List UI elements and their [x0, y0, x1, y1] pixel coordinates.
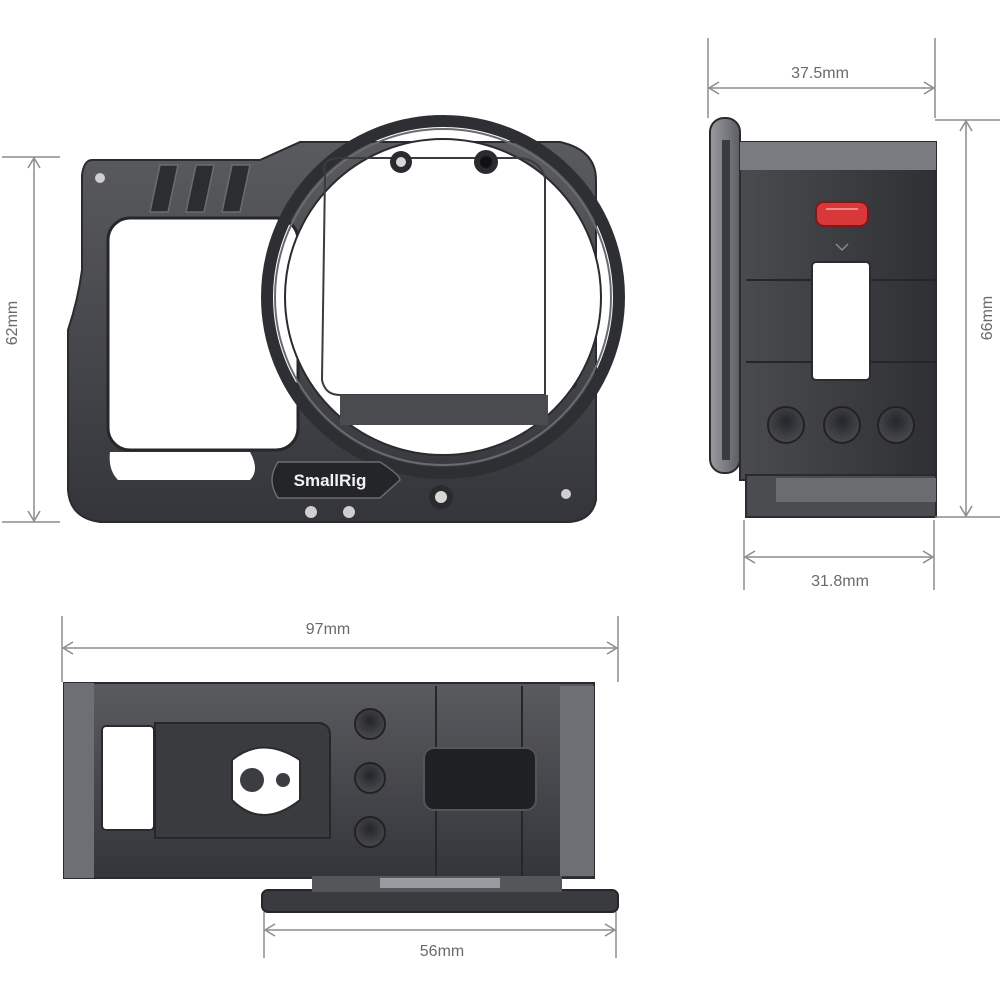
side-height-dimension: [935, 119, 1000, 518]
top-keyhole: [231, 746, 301, 816]
top-base-width-dimension: [263, 912, 617, 958]
top-width-dimension: [61, 616, 619, 682]
top-view: [63, 682, 619, 913]
top-base-plate: [261, 889, 619, 913]
top-slot: [423, 747, 537, 811]
side-depth-dimension: [707, 38, 936, 118]
side-mount-holes: [767, 406, 915, 444]
release-button: [815, 201, 869, 227]
grip-ridges: [149, 164, 251, 213]
top-left-window: [101, 725, 155, 831]
front-screws: [95, 150, 571, 518]
front-height-label: 62mm: [4, 301, 21, 345]
filter-adapter-ring: [261, 115, 625, 479]
front-lens-frame: [320, 157, 546, 396]
brand-logo-text: SmallRig: [294, 471, 367, 490]
side-depth-label: 37.5mm: [791, 65, 849, 82]
top-mount-holes: [354, 708, 386, 848]
front-view: SmallRig: [67, 115, 625, 523]
brand-logo: SmallRig: [271, 461, 401, 499]
side-height-label: 66mm: [979, 296, 996, 340]
side-view: [709, 117, 937, 518]
front-height-dimension: [2, 156, 60, 523]
side-slot: [811, 261, 871, 381]
top-width-label: 97mm: [306, 621, 350, 638]
front-lower-cutout: [109, 452, 256, 480]
side-bottom-width-label: 31.8mm: [811, 573, 869, 590]
side-bottom-width-dimension: [743, 520, 935, 590]
lens-opening: [284, 138, 602, 456]
top-base-width-label: 56mm: [420, 943, 464, 960]
